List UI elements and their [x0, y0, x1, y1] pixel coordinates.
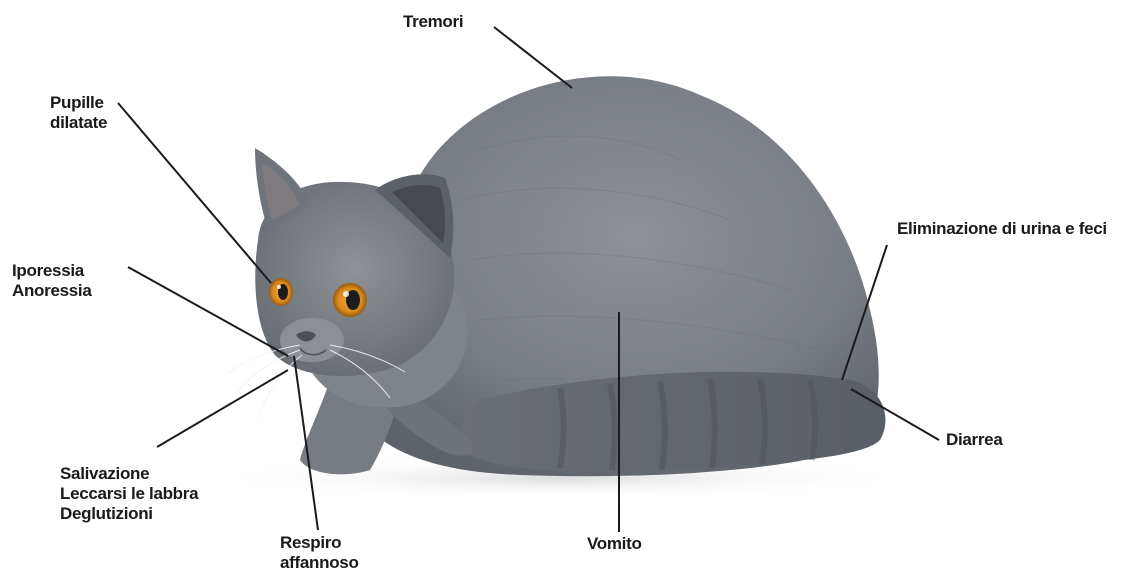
- leader-line-salivazione: [157, 370, 288, 447]
- label-iporessia-line2: Anoressia: [12, 281, 92, 301]
- label-respiro-line1: Respiro: [280, 533, 359, 553]
- leader-line-tremori: [494, 27, 572, 88]
- label-tremori: Tremori: [403, 12, 463, 32]
- label-iporessia-line1: Iporessia: [12, 261, 92, 281]
- label-tremori-text: Tremori: [403, 12, 463, 32]
- cat-left-eye: [269, 278, 293, 306]
- label-pupille-line2: dilatate: [50, 113, 107, 133]
- label-diarrea: Diarrea: [946, 430, 1003, 450]
- leader-line-pupille: [118, 103, 271, 283]
- label-salivazione-line2: Leccarsi le labbra: [60, 484, 198, 504]
- cat-right-eye: [333, 283, 367, 317]
- label-respiro-line2: affannoso: [280, 553, 359, 573]
- label-pupille-line1: Pupille: [50, 93, 107, 113]
- label-eliminazione-text: Eliminazione di urina e feci: [897, 219, 1107, 239]
- label-diarrea-text: Diarrea: [946, 430, 1003, 450]
- label-iporessia: Iporessia Anoressia: [12, 261, 92, 301]
- label-salivazione-line3: Deglutizioni: [60, 504, 198, 524]
- label-eliminazione: Eliminazione di urina e feci: [897, 219, 1107, 239]
- label-respiro: Respiro affannoso: [280, 533, 359, 573]
- label-salivazione: Salivazione Leccarsi le labbra Deglutizi…: [60, 464, 198, 524]
- label-pupille: Pupille dilatate: [50, 93, 107, 133]
- label-vomito: Vomito: [587, 534, 642, 554]
- label-salivazione-line1: Salivazione: [60, 464, 198, 484]
- label-vomito-text: Vomito: [587, 534, 642, 554]
- cat-muzzle: [280, 318, 344, 362]
